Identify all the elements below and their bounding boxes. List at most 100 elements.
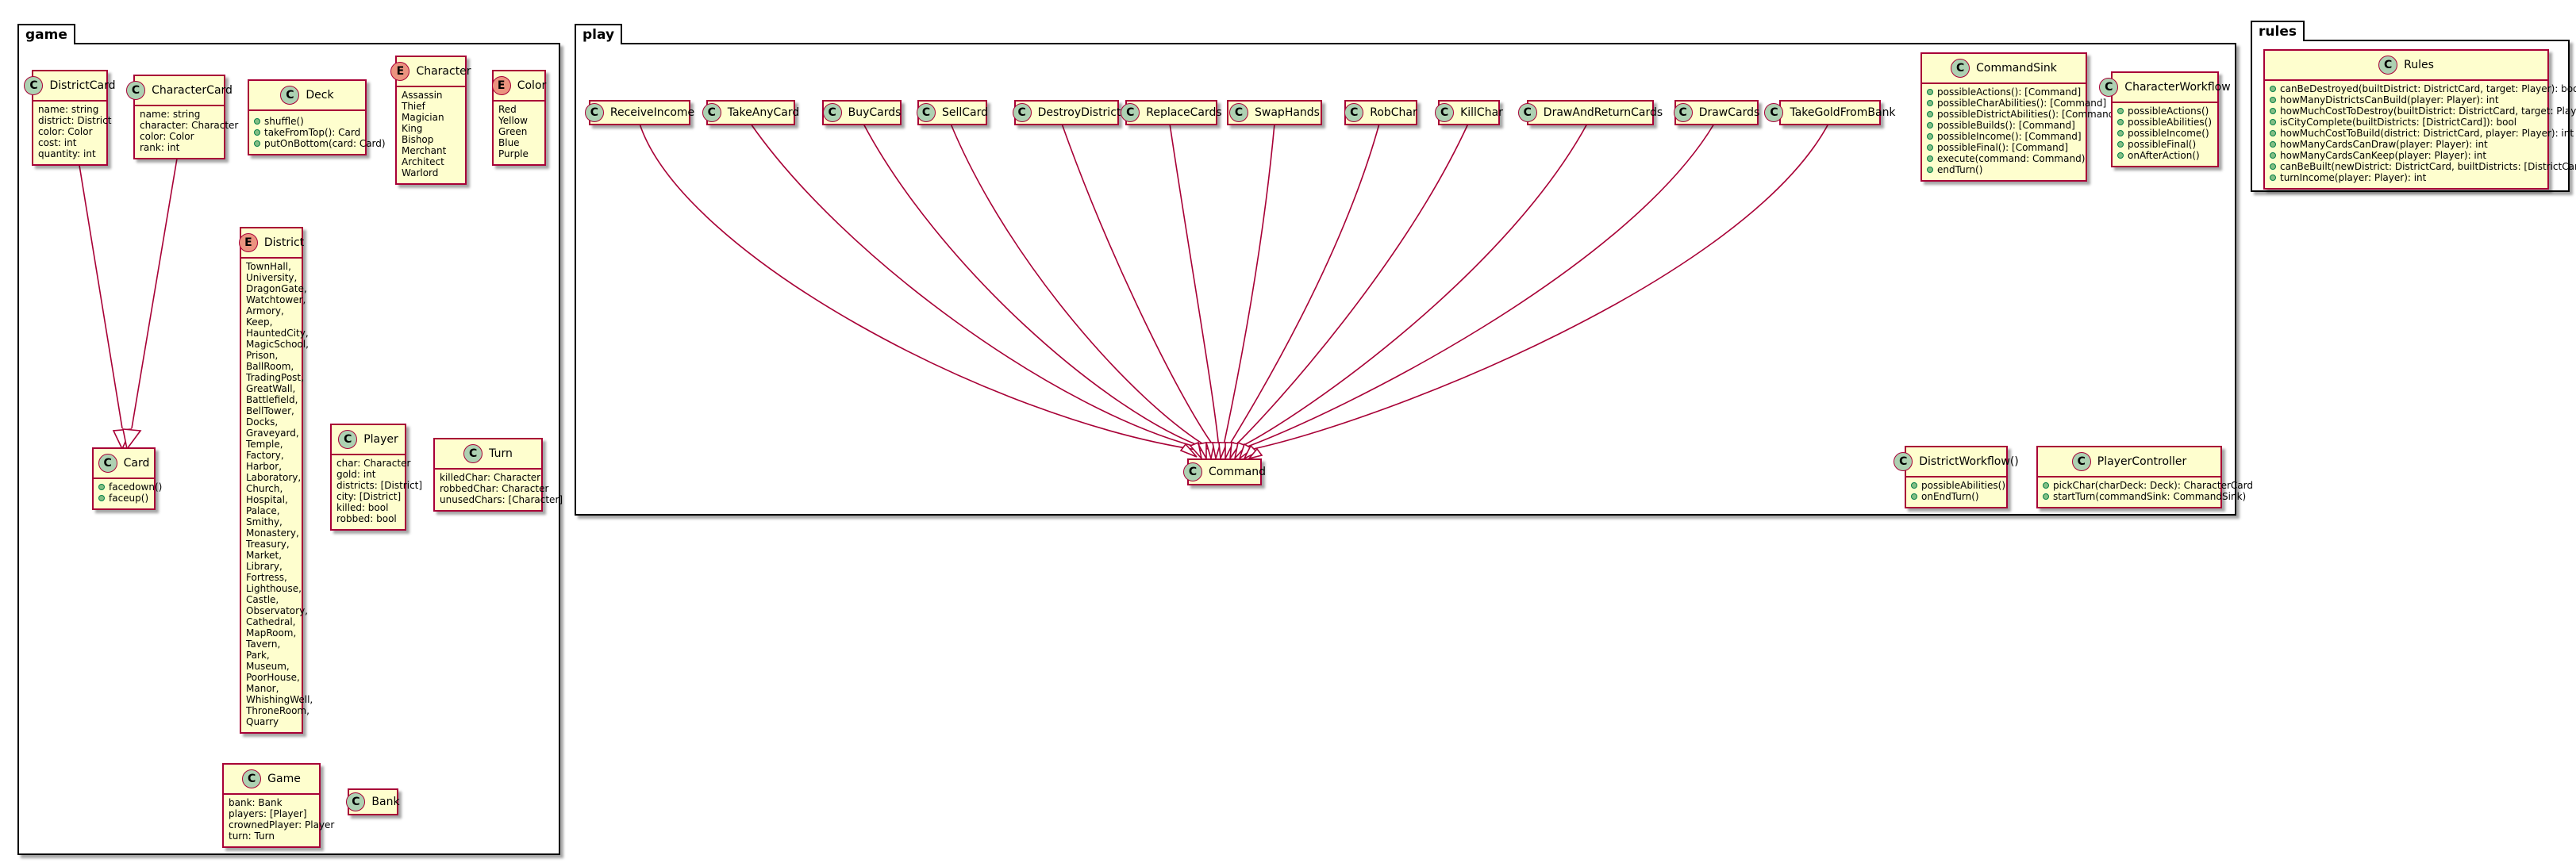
enum-value: TownHall, bbox=[246, 261, 291, 272]
class-name: DrawAndReturnCards bbox=[1543, 106, 1663, 119]
edge-drawcards bbox=[1240, 123, 1715, 450]
public-method-icon bbox=[2270, 86, 2276, 92]
method: possibleCharAbilities(): [Command] bbox=[1937, 98, 2107, 109]
public-method-icon bbox=[1927, 122, 1933, 128]
method: canBeDestroyed(builtDistrict: DistrictCa… bbox=[2280, 83, 2576, 94]
public-method-icon bbox=[1927, 144, 1933, 151]
public-method-icon bbox=[98, 484, 105, 490]
class-rules[interactable]: C Rules canBeDestroyed(builtDistrict: Dis… bbox=[2263, 49, 2576, 190]
class-name: RobChar bbox=[1370, 106, 1417, 119]
public-method-icon bbox=[1927, 100, 1933, 106]
public-method-icon bbox=[2270, 97, 2276, 103]
enum-value: Assassin bbox=[402, 90, 443, 101]
public-method-icon bbox=[2117, 152, 2124, 159]
edge-charactercard-card bbox=[131, 153, 179, 429]
method: possibleAbilities() bbox=[2128, 117, 2212, 128]
class-name: SwapHands bbox=[1255, 106, 1320, 119]
public-method-icon bbox=[2117, 119, 2124, 125]
public-method-icon bbox=[1927, 111, 1933, 117]
class-icon: C bbox=[338, 430, 358, 449]
enum-value: Castle, bbox=[246, 594, 279, 605]
class-icon: C bbox=[346, 792, 366, 811]
public-method-icon bbox=[1927, 133, 1933, 140]
field: unusedChars: [Character] bbox=[440, 494, 563, 505]
class-command-destroydistrict[interactable]: C DestroyDistrict bbox=[1012, 100, 1121, 125]
public-method-icon bbox=[254, 129, 260, 136]
package-label: game bbox=[17, 24, 75, 44]
edge-swaphands bbox=[1222, 123, 1275, 450]
enum-icon: E bbox=[238, 233, 258, 252]
method: possibleFinal(): [Command] bbox=[1937, 142, 2069, 153]
class-name: Game bbox=[267, 773, 301, 785]
enum-value: PoorHouse, bbox=[246, 672, 300, 683]
arrowhead-command-4 bbox=[1205, 442, 1215, 459]
enum-value: Watchtower, bbox=[246, 294, 306, 305]
method: takeFromTop(): Card bbox=[264, 127, 361, 138]
enum-value: King bbox=[402, 123, 423, 134]
enum-icon: E bbox=[390, 62, 410, 81]
method: pickChar(charDeck: Deck): CharacterCard bbox=[2053, 480, 2253, 491]
public-method-icon bbox=[2043, 482, 2049, 489]
field: rank: int bbox=[140, 142, 180, 153]
edge-buycards bbox=[863, 123, 1209, 450]
method: facedown() bbox=[109, 481, 163, 493]
class-name: Deck bbox=[306, 89, 334, 102]
class-icon: C bbox=[1012, 103, 1032, 122]
edge-drawandreturncards bbox=[1236, 123, 1588, 450]
enum-value: Fortress, bbox=[246, 572, 287, 583]
enum-value: Purple bbox=[498, 148, 529, 159]
enum-value: Church, bbox=[246, 483, 283, 494]
public-method-icon bbox=[2270, 130, 2276, 136]
class-name: ReceiveIncome bbox=[609, 106, 695, 119]
class-icon: C bbox=[463, 444, 483, 463]
class-name: KillChar bbox=[1460, 106, 1503, 119]
arrowhead-command-5 bbox=[1212, 442, 1222, 459]
field: quantity: int bbox=[38, 148, 96, 159]
method: howManyCardsCanKeep(player: Player): int bbox=[2280, 150, 2487, 161]
class-name: DestroyDistrict bbox=[1037, 106, 1121, 119]
class-icon: C bbox=[2378, 56, 2398, 75]
class-name: BuyCards bbox=[848, 106, 902, 119]
method: turnIncome(player: Player): int bbox=[2280, 172, 2427, 183]
public-method-icon bbox=[1927, 155, 1933, 162]
public-method-icon bbox=[98, 495, 105, 501]
enum-value: HauntedCity, bbox=[246, 328, 309, 339]
class-name: DistrictCard bbox=[49, 79, 116, 92]
public-method-icon bbox=[2117, 108, 2124, 114]
field: bank: Bank bbox=[229, 797, 283, 808]
enum-value: Smithy, bbox=[246, 516, 283, 527]
class-name: ReplaceCards bbox=[1146, 106, 1222, 119]
class-name: Rules bbox=[2404, 59, 2434, 71]
enum-value: Monastery, bbox=[246, 527, 299, 539]
field: players: [Player] bbox=[229, 808, 307, 819]
enum-value: Architect bbox=[402, 156, 444, 167]
edge-receiveincome bbox=[639, 123, 1202, 451]
